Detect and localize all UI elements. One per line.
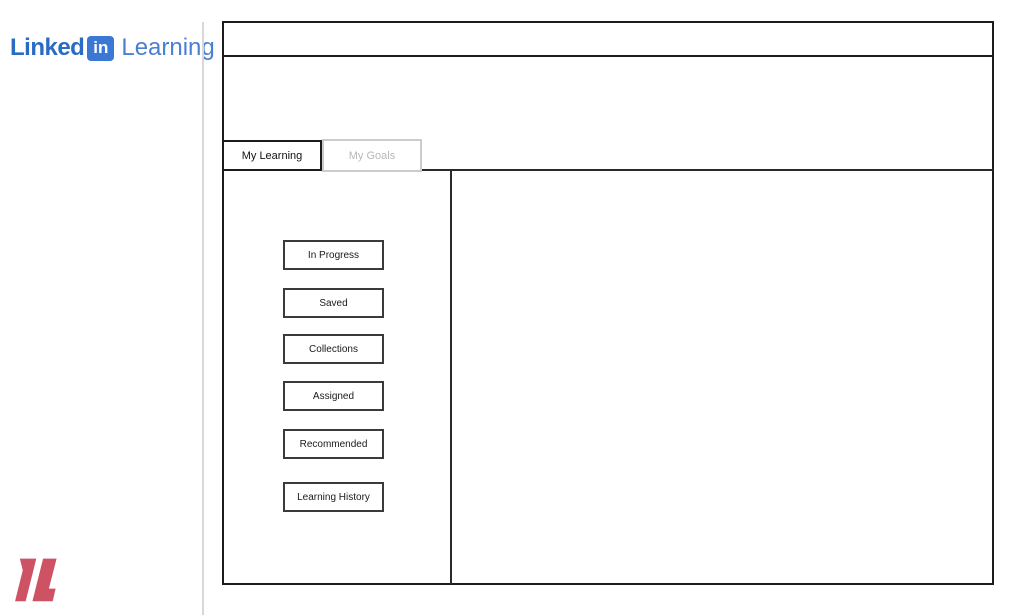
sidebar-button-collections[interactable]: Collections: [283, 334, 384, 364]
canvas-divider: [202, 22, 204, 615]
linkedin-in-icon: in: [87, 35, 115, 61]
logo-linked-text: Linked: [10, 34, 85, 61]
tab-my-learning-label: My Learning: [241, 149, 303, 162]
sidebar-button-assigned[interactable]: Assigned: [283, 381, 384, 411]
linkedin-learning-logo: Linked in Learning: [10, 33, 215, 63]
sidebar-button-label: Collections: [309, 343, 358, 355]
app-watermark-logo-icon: [15, 558, 57, 602]
sidebar-button-saved[interactable]: Saved: [283, 288, 384, 318]
wireframe-top-bar: [222, 21, 994, 57]
sidebar-button-label: In Progress: [307, 249, 360, 261]
sidebar-button-label: Assigned: [312, 390, 355, 402]
tab-my-goals-label: My Goals: [348, 149, 396, 162]
sidebar-content-divider: [450, 169, 452, 584]
sidebar-button-in-progress[interactable]: In Progress: [283, 240, 384, 270]
sidebar-button-label: Saved: [319, 297, 348, 309]
sidebar-button-label: Learning History: [297, 491, 370, 503]
tab-my-goals[interactable]: My Goals: [322, 139, 422, 172]
tab-my-learning[interactable]: My Learning: [222, 140, 322, 171]
sidebar-button-learning-history[interactable]: Learning History: [283, 482, 384, 512]
logo-learning-text: Learning: [121, 34, 215, 61]
sidebar-button-recommended[interactable]: Recommended: [283, 429, 384, 459]
content-top-border: [422, 169, 993, 171]
sidebar-button-label: Recommended: [299, 438, 368, 450]
